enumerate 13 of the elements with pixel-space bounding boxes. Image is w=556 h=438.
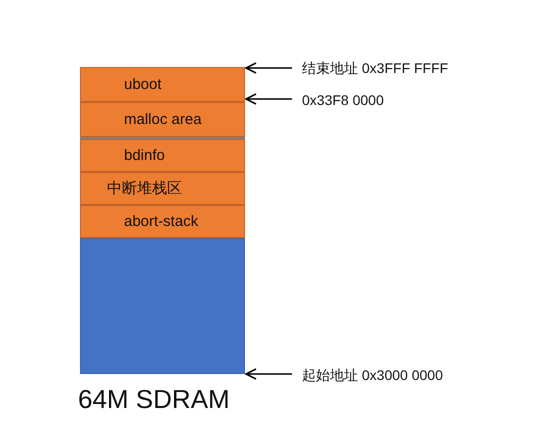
address-label: 起始地址 0x3000 0000 [302, 365, 443, 387]
memory-region [80, 238, 245, 374]
arrow [245, 93, 292, 105]
arrow [245, 368, 292, 380]
memory-region: uboot [80, 67, 245, 102]
address-label: 0x33F8 0000 [302, 89, 384, 111]
address-label: 结束地址 0x3FFF FFFF [302, 58, 448, 80]
memory-region: 中断堆栈区 [80, 172, 245, 205]
arrow [245, 62, 292, 74]
memory-region: malloc area [80, 102, 245, 137]
memory-caption: 64M SDRAM [78, 384, 230, 415]
memory-region: abort-stack [80, 205, 245, 238]
memory-region: bdinfo [80, 139, 245, 172]
